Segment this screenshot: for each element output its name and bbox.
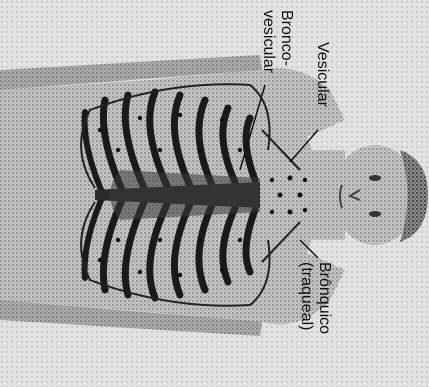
eye-left xyxy=(369,175,381,181)
label-bronco-line1: Bronco- xyxy=(278,10,295,66)
label-bronco-line2: vesicular xyxy=(260,10,277,74)
label-bronquico-line2: (traqueal) xyxy=(298,262,315,330)
eye-right xyxy=(369,211,381,217)
label-bronquico-line1: Brônquico xyxy=(316,262,333,334)
head xyxy=(333,145,428,245)
mediastinum xyxy=(110,170,260,220)
label-vesicular: Vesicular xyxy=(314,42,331,108)
